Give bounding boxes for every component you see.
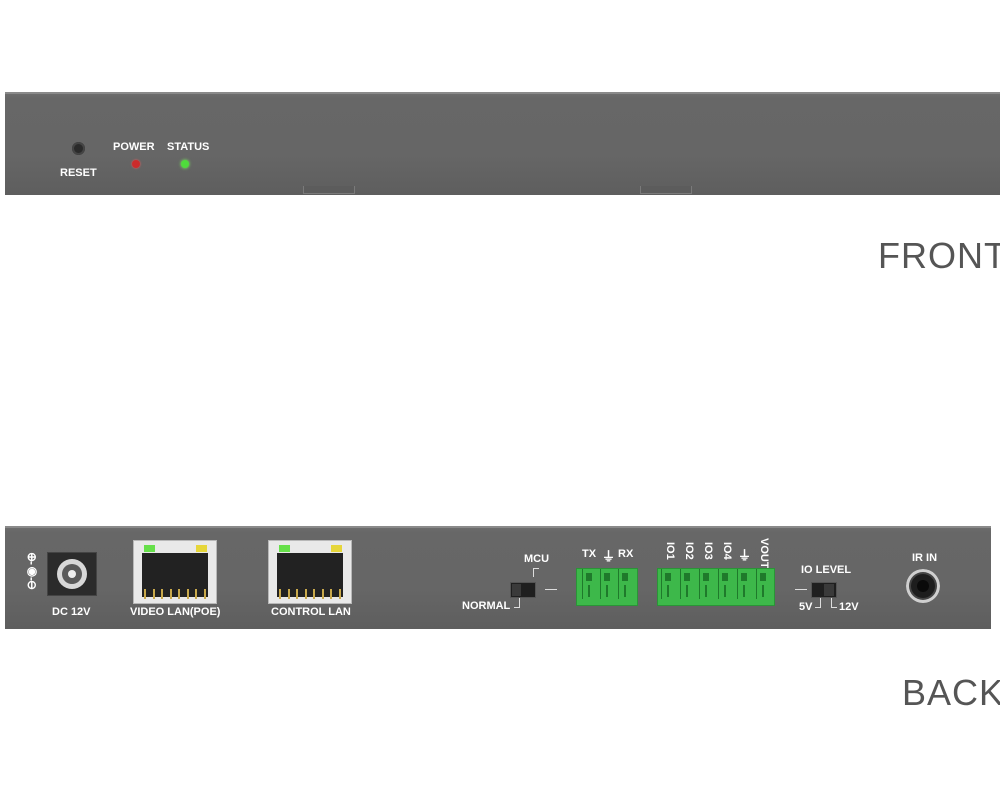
- io2-label: IO2: [683, 542, 695, 560]
- ir-in-label: IR IN: [912, 552, 938, 564]
- ir-in-jack[interactable]: [906, 569, 940, 603]
- mcu-bracket: [533, 568, 539, 577]
- control-lan-led-green: [279, 545, 290, 552]
- control-lan-label: CONTROL LAN: [271, 606, 351, 618]
- front-panel: RESET POWER STATUS: [5, 92, 1000, 195]
- reset-button[interactable]: [72, 142, 85, 155]
- io-5v-label: 5V: [799, 601, 813, 613]
- io4-label: IO4: [721, 542, 733, 560]
- video-lan-label: VIDEO LAN(POE): [130, 606, 221, 618]
- mode-switch[interactable]: [510, 582, 536, 598]
- video-lan-port[interactable]: [133, 540, 217, 604]
- front-foot-right: [640, 186, 692, 194]
- reset-label: RESET: [60, 167, 97, 179]
- vout-label: VOUT: [758, 538, 770, 569]
- switch-dash-mcu: [545, 589, 557, 590]
- status-led: [181, 160, 189, 168]
- io1-label: IO1: [664, 542, 676, 560]
- power-label: POWER: [113, 141, 155, 153]
- video-lan-led-amber: [196, 545, 207, 552]
- io-level-label: IO LEVEL: [801, 564, 852, 576]
- io-level-dash: [795, 589, 807, 590]
- rs232-ground-label: ⏚: [602, 549, 616, 564]
- io-level-switch[interactable]: [811, 582, 837, 598]
- rs232-terminal[interactable]: [576, 568, 638, 606]
- power-led: [132, 160, 140, 168]
- back-view-title: BACK: [902, 672, 1000, 713]
- normal-label: NORMAL: [462, 600, 511, 612]
- io3-label: IO3: [702, 542, 714, 560]
- io-ground-label: ⏚: [738, 548, 752, 563]
- mcu-label: MCU: [524, 553, 550, 565]
- front-foot-left: [303, 186, 355, 194]
- status-label: STATUS: [167, 141, 210, 153]
- control-lan-port[interactable]: [268, 540, 352, 604]
- power-polarity-symbol: ⊕-◉-⊖: [25, 552, 39, 590]
- io-terminal[interactable]: [657, 568, 775, 606]
- dc-jack[interactable]: [47, 552, 97, 596]
- tx-label: TX: [582, 548, 597, 560]
- dc-label: DC 12V: [52, 606, 91, 618]
- io-12v-label: 12V: [839, 601, 859, 613]
- front-view-title: FRONT: [878, 235, 1000, 276]
- io-5v-bracket: [815, 598, 821, 608]
- normal-bracket: [514, 598, 520, 608]
- io-12v-bracket: [831, 598, 837, 608]
- video-lan-led-green: [144, 545, 155, 552]
- control-lan-led-amber: [331, 545, 342, 552]
- back-panel: ⊕-◉-⊖ DC 12V VIDEO LAN(POE) CONTROL LAN …: [5, 526, 991, 629]
- rx-label: RX: [618, 548, 634, 560]
